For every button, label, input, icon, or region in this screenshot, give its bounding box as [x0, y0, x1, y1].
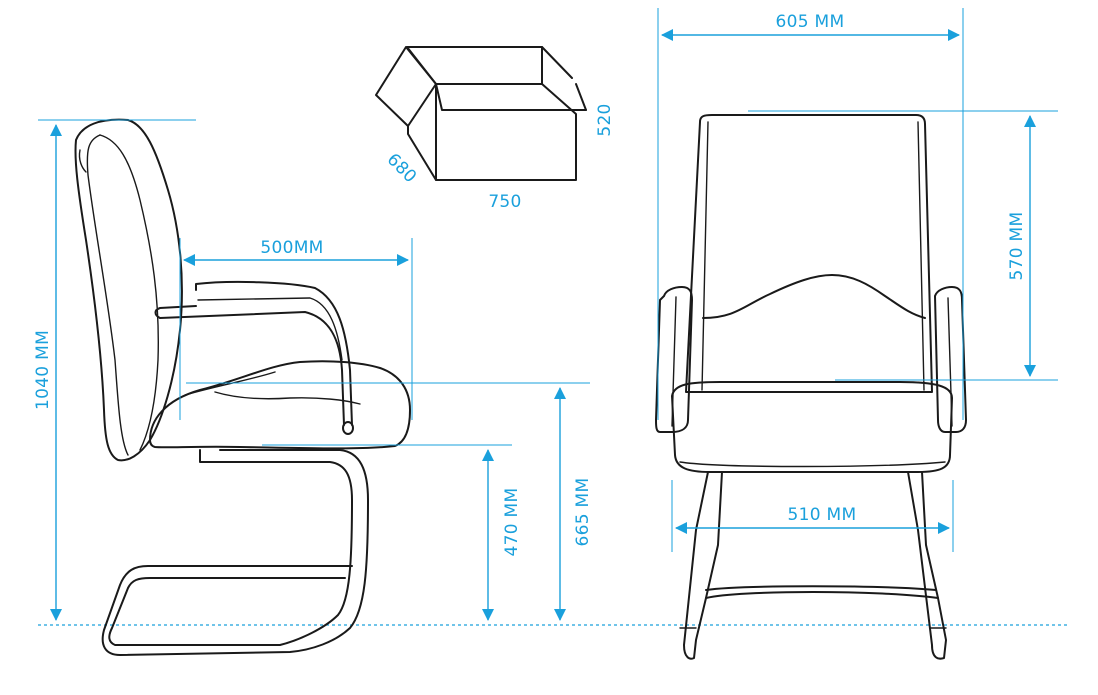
side-view-chair — [74, 118, 411, 656]
front-dimensions: 605 MM 570 MM 510 MM — [657, 8, 1058, 552]
seat-height-label: 470 MM — [502, 488, 522, 557]
armrest-height-label: 665 MM — [573, 478, 593, 547]
box-height-label: 520 — [595, 103, 615, 136]
box-depth-label: 680 — [383, 150, 421, 188]
seat-width-label: 510 MM — [788, 505, 857, 525]
side-dimensions: 1040 MM 500MM 470 MM 665 MM — [33, 119, 593, 621]
total-height-label: 1040 MM — [33, 330, 53, 410]
backrest-height-label: 570 MM — [1007, 212, 1027, 281]
front-view-chair — [655, 114, 967, 660]
seat-depth-label: 500MM — [260, 238, 323, 258]
box-length-label: 750 — [488, 192, 521, 212]
package-box-icon — [375, 46, 587, 181]
overall-width-label: 605 MM — [776, 12, 845, 32]
